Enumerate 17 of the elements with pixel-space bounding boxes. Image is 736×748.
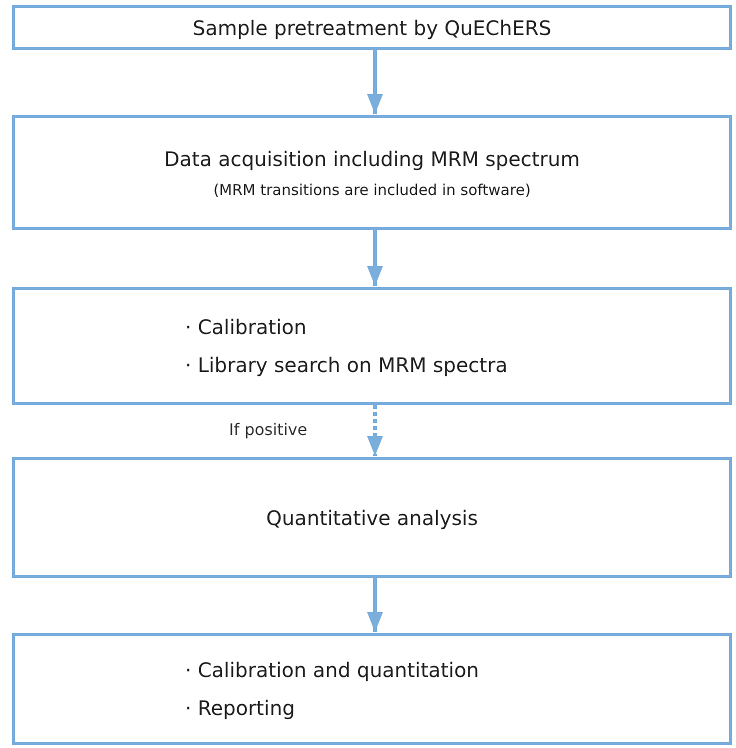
arrow <box>367 405 383 456</box>
process-box <box>12 115 732 230</box>
process-box <box>12 287 732 405</box>
bullet-item: · Calibration and quantitation <box>185 658 479 682</box>
bullet-item: · Library search on MRM spectra <box>185 353 508 377</box>
process-box <box>12 633 732 745</box>
bullet-item: · Reporting <box>185 696 295 720</box>
step-title: Quantitative analysis <box>266 506 478 530</box>
arrow <box>367 50 383 114</box>
step-title: Data acquisition including MRM spectrum <box>164 146 580 170</box>
step-note: (MRM transitions are included in software) <box>213 180 531 198</box>
process-box <box>12 5 732 50</box>
process-box <box>12 457 732 578</box>
arrow <box>367 230 383 286</box>
bullet-item: · Calibration <box>185 315 307 339</box>
step-title: Sample pretreatment by QuEChERS <box>192 16 552 40</box>
arrow <box>367 578 383 632</box>
